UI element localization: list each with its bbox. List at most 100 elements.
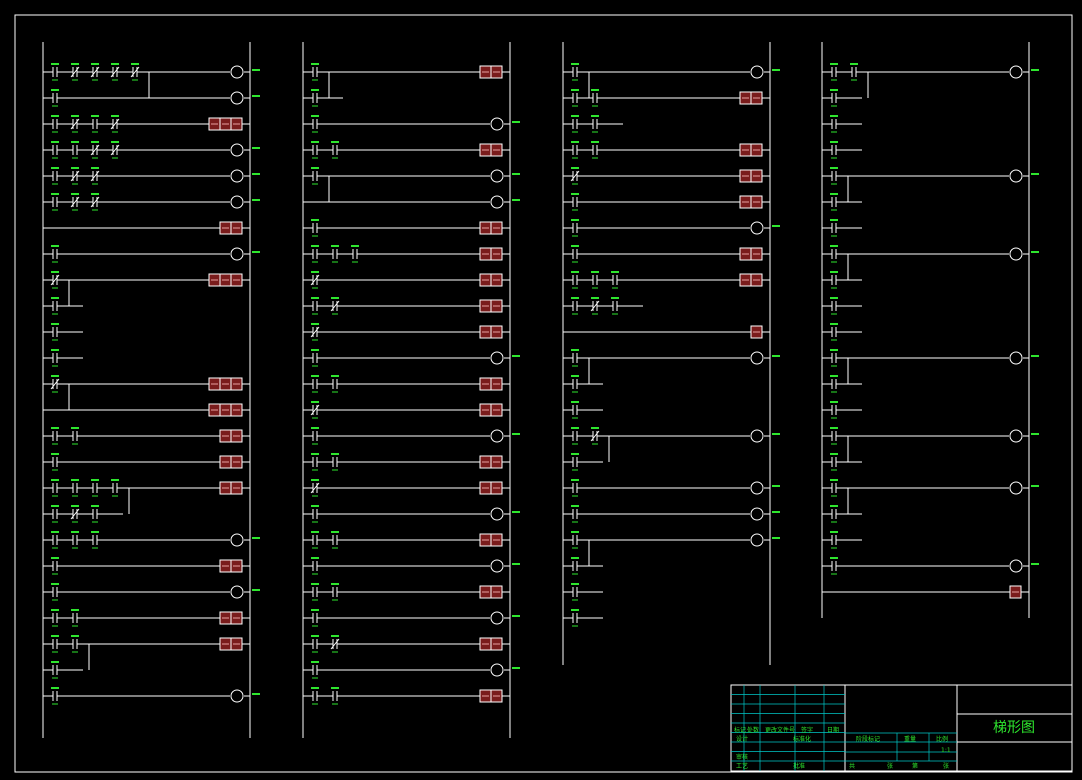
column-2: [302, 42, 520, 738]
column-1: [42, 42, 260, 738]
contact-gap: [313, 145, 317, 155]
contact-gap: [313, 613, 317, 623]
contact-gap: [573, 197, 577, 207]
output-coil: [1009, 351, 1023, 365]
contact-gap: [832, 457, 836, 467]
contact-gap: [73, 483, 77, 493]
contact-gap: [313, 93, 317, 103]
contact-nc-slash: [110, 66, 120, 78]
output-coil: [230, 585, 244, 599]
contact-gap: [832, 119, 836, 129]
output-coil: [490, 559, 504, 573]
contact-nc-slash: [310, 404, 320, 416]
contact-nc-slash: [70, 118, 80, 130]
tb-design: 设计: [736, 736, 749, 743]
contact-gap: [313, 223, 317, 233]
contact-gap: [832, 509, 836, 519]
tb-page: 第: [912, 763, 919, 770]
contact-gap: [53, 353, 57, 363]
contact-gap: [53, 639, 57, 649]
title-block: 标记 处数 更改文件号 签字 日期 设计 标准化 审核 工艺 批准 阶段标记 重…: [731, 685, 1072, 771]
contact-gap: [832, 379, 836, 389]
output-coil: [750, 429, 764, 443]
contact-gap: [53, 119, 57, 129]
output-coil: [1009, 429, 1023, 443]
contact-gap: [53, 67, 57, 77]
contact-gap: [313, 379, 317, 389]
tb-count: 处数: [747, 727, 760, 734]
contact-nc-slash: [110, 118, 120, 130]
contact-gap: [573, 67, 577, 77]
output-coil: [750, 533, 764, 547]
contact-gap: [53, 509, 57, 519]
contact-gap: [573, 561, 577, 571]
contact-nc-slash: [70, 170, 80, 182]
contact-gap: [53, 535, 57, 545]
contact-gap: [53, 691, 57, 701]
contact-gap: [832, 223, 836, 233]
tb-weight: 重量: [904, 736, 917, 743]
tb-process: 工艺: [736, 763, 749, 770]
output-coil: [490, 611, 504, 625]
contact-gap: [832, 171, 836, 181]
contact-gap: [53, 327, 57, 337]
contact-gap: [73, 535, 77, 545]
contact-nc-slash: [330, 638, 340, 650]
contact-gap: [73, 431, 77, 441]
output-coil: [1009, 247, 1023, 261]
contact-gap: [93, 119, 97, 129]
output-coil: [230, 533, 244, 547]
contact-gap: [313, 509, 317, 519]
tb-change-doc: 更改文件号: [765, 727, 796, 734]
contact-gap: [53, 665, 57, 675]
contact-nc-slash: [90, 170, 100, 182]
contact-gap: [93, 483, 97, 493]
output-coil: [490, 169, 504, 183]
contact-gap: [353, 249, 357, 259]
output-coil: [490, 663, 504, 677]
contact-gap: [73, 145, 77, 155]
contact-nc-slash: [90, 66, 100, 78]
contact-gap: [53, 301, 57, 311]
tb-scale: 1:1: [941, 747, 951, 754]
contact-nc-slash: [70, 196, 80, 208]
contact-nc-slash: [90, 196, 100, 208]
tb-sheet-2: 张: [943, 763, 950, 770]
contact-gap: [832, 483, 836, 493]
contact-nc-slash: [90, 144, 100, 156]
contact-gap: [573, 613, 577, 623]
contact-gap: [573, 353, 577, 363]
output-coil: [230, 65, 244, 79]
contact-nc-slash: [70, 66, 80, 78]
contact-gap: [53, 561, 57, 571]
contact-gap: [832, 67, 836, 77]
output-coil: [750, 65, 764, 79]
contact-gap: [832, 93, 836, 103]
contact-gap: [333, 691, 337, 701]
contact-gap: [313, 431, 317, 441]
contact-gap: [573, 93, 577, 103]
contact-gap: [333, 249, 337, 259]
output-coil: [1009, 65, 1023, 79]
contact-gap: [573, 457, 577, 467]
contact-gap: [333, 587, 337, 597]
contact-gap: [593, 93, 597, 103]
tb-frame: [730, 684, 1073, 772]
column-4: [821, 42, 1039, 618]
contact-gap: [573, 119, 577, 129]
contact-gap: [313, 249, 317, 259]
output-coil: [230, 689, 244, 703]
tb-stage: 阶段标记: [856, 736, 881, 743]
output-coil: [230, 91, 244, 105]
contact-gap: [313, 691, 317, 701]
output-coil: [750, 507, 764, 521]
contact-gap: [573, 145, 577, 155]
output-coil: [490, 195, 504, 209]
output-coil: [490, 429, 504, 443]
output-coil: [1009, 481, 1023, 495]
contact-gap: [53, 613, 57, 623]
contact-nc-slash: [310, 482, 320, 494]
tb-total: 共: [849, 763, 856, 770]
contact-gap: [313, 301, 317, 311]
